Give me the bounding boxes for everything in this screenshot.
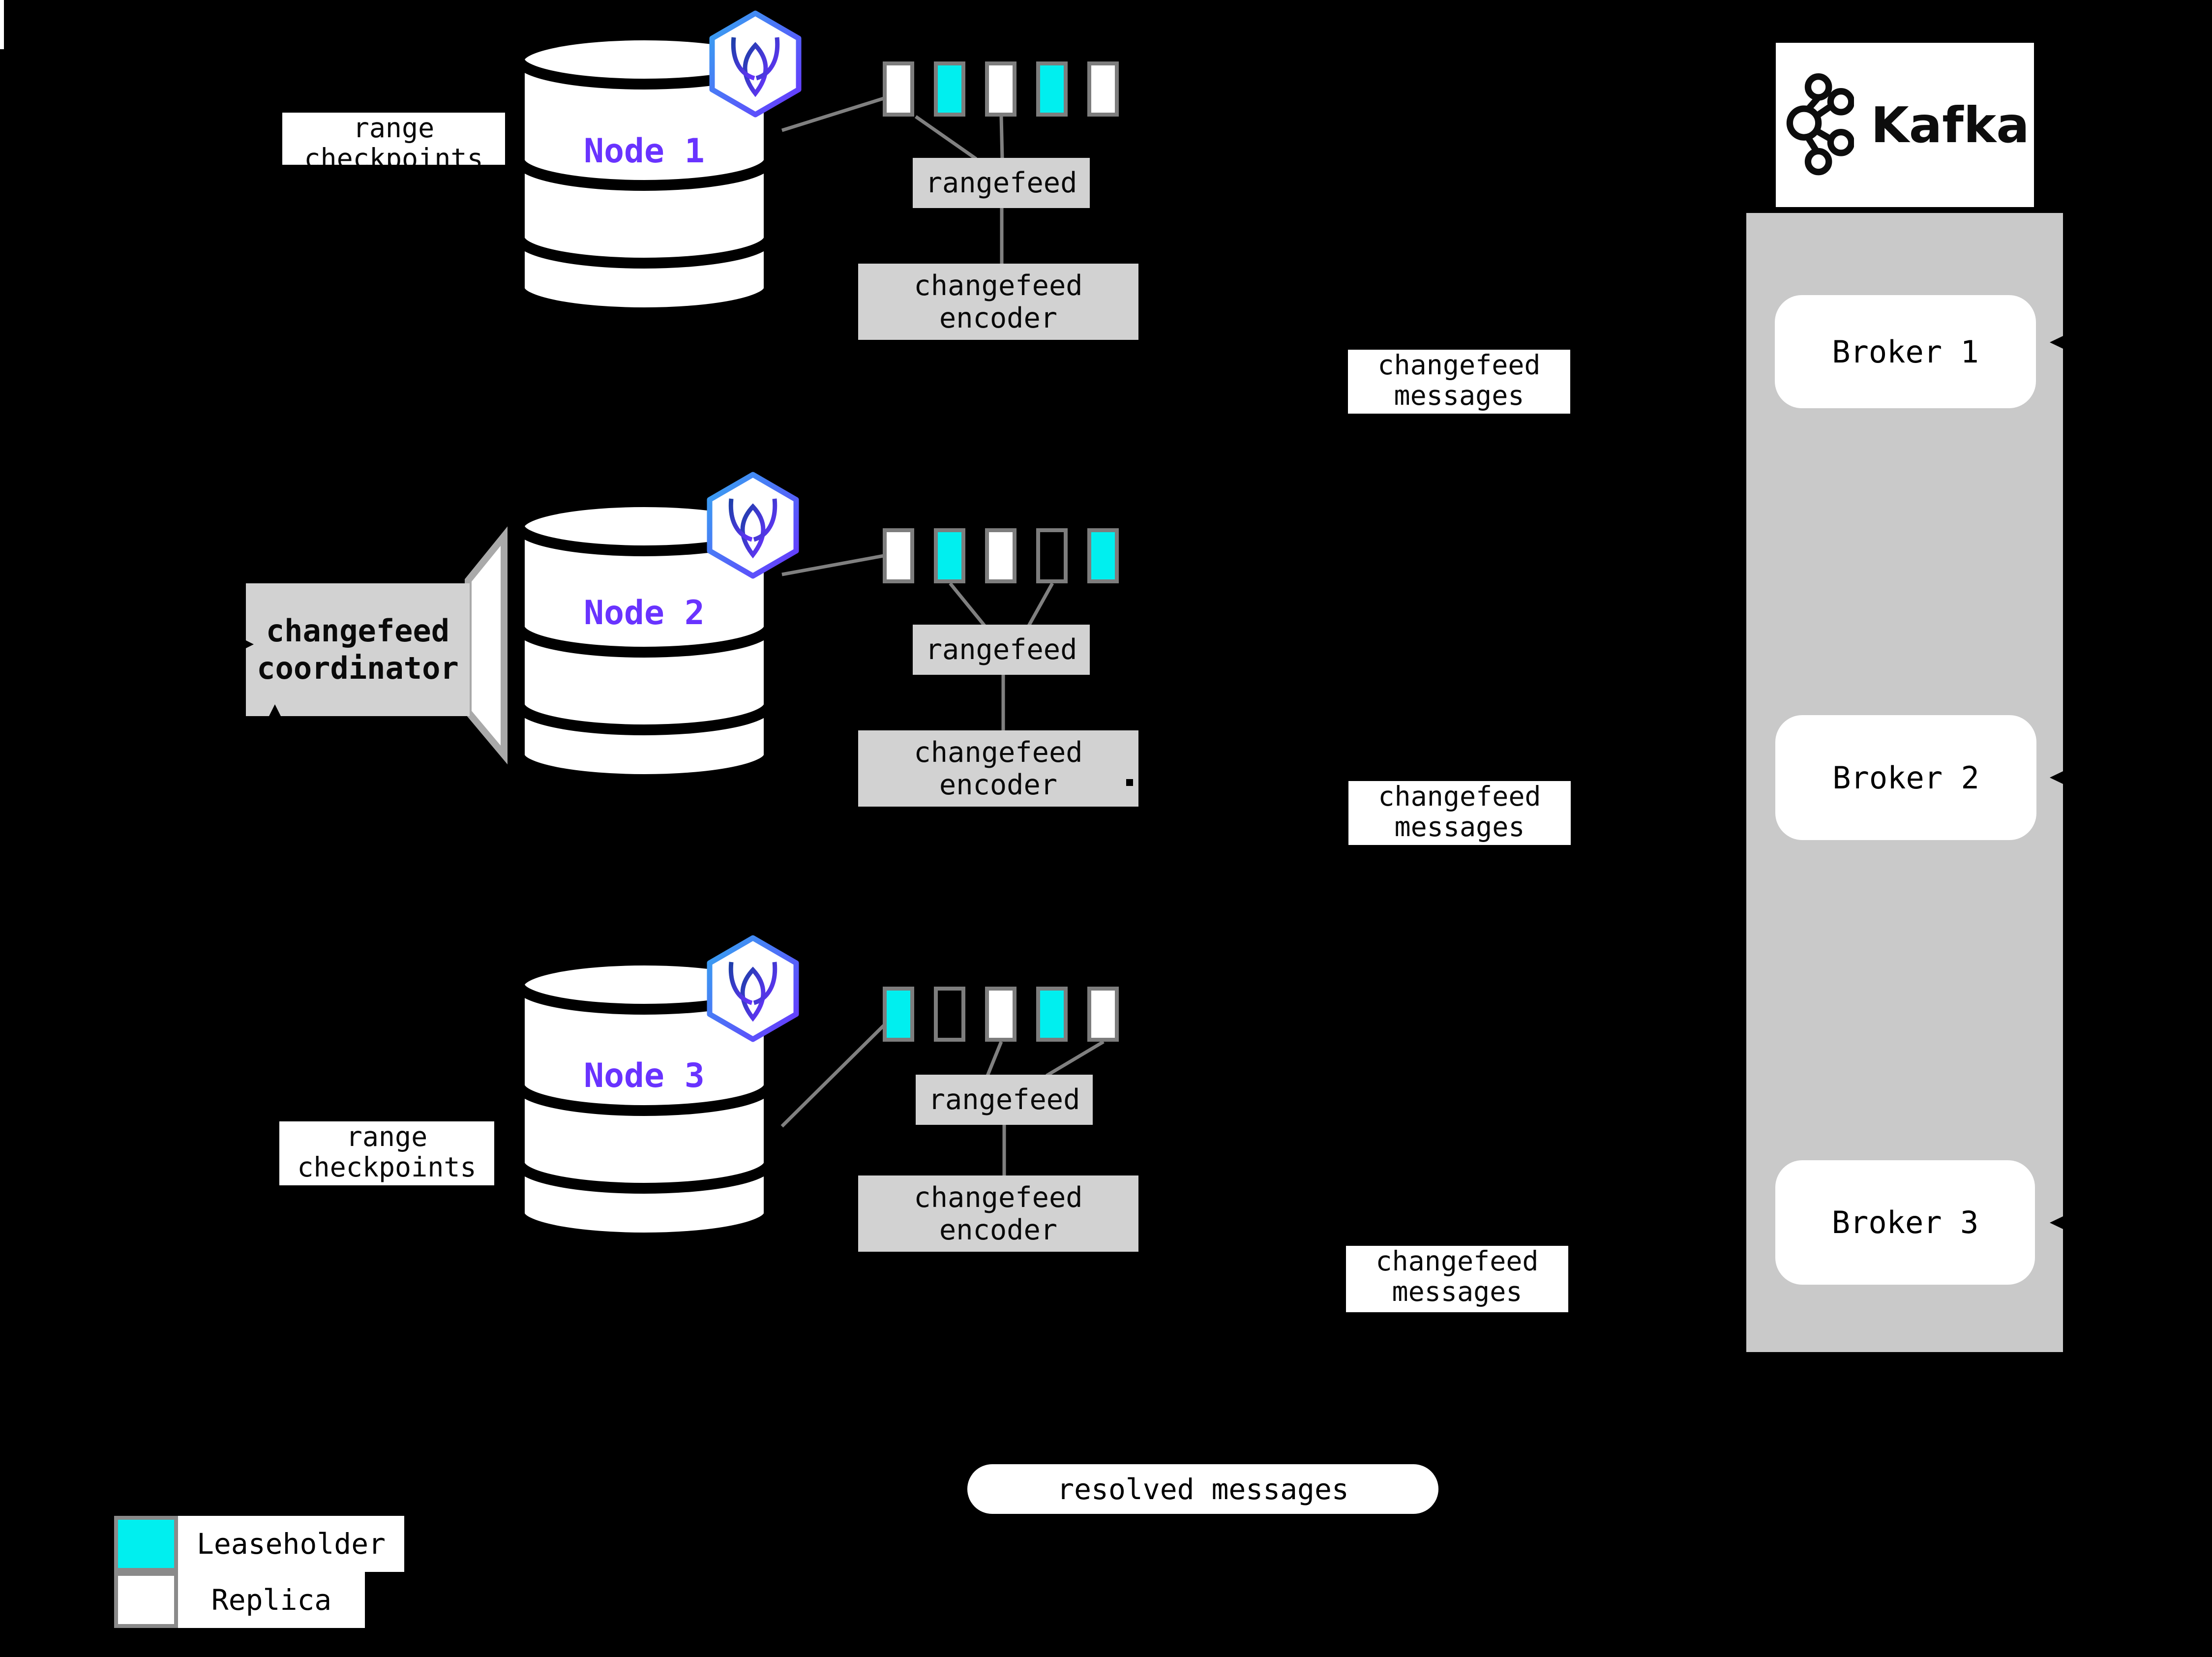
rangefeed-box-node3: rangefeed (916, 1075, 1093, 1125)
kafka-icon (1787, 73, 1854, 175)
node1-title: Node 1 (584, 132, 705, 171)
cockroachdb-logo-icon (712, 13, 799, 115)
range-block-replica (1087, 987, 1119, 1042)
arrowhead-below-coordinator-icon (268, 704, 282, 718)
node2-range-blocks (883, 528, 1119, 583)
range-block-leaseholder (883, 987, 914, 1042)
label-line: changefeed (1375, 1246, 1539, 1277)
arrowhead-into-broker1-icon (2050, 331, 2072, 353)
range-block-leaseholder (934, 528, 965, 583)
range-block-empty (934, 987, 965, 1042)
arrow-stub-encoder2-icon (1126, 779, 1133, 786)
range-block-replica (985, 61, 1016, 117)
arrowhead-into-coordinator-icon (236, 635, 254, 653)
changefeed-messages-label-node2: changefeed messages (1348, 781, 1571, 845)
label-line: checkpoints (304, 143, 483, 165)
node2-title: Node 2 (584, 594, 705, 633)
kafka-broker-1: Broker 1 (1775, 295, 2036, 408)
label-line: encoder (939, 1213, 1058, 1246)
range-checkpoints-label-node3: range checkpoints (279, 1121, 494, 1185)
range-block-leaseholder (1036, 987, 1068, 1042)
range-block-leaseholder (1087, 528, 1119, 583)
node1-range-blocks (883, 61, 1119, 117)
connector-lines (780, 96, 1105, 1175)
rangefeed-box-node1: rangefeed (913, 158, 1090, 208)
label-line: range (346, 1121, 428, 1152)
label-line: messages (1394, 811, 1525, 843)
resolved-messages-pill: resolved messages (967, 1464, 1438, 1514)
label-line: changefeed (914, 1181, 1083, 1214)
arrowhead-into-broker2-icon (2050, 767, 2072, 788)
clipped-edge-artifact (0, 0, 4, 49)
label-line: checkpoints (297, 1151, 477, 1183)
legend-replica-label: Replica (178, 1572, 365, 1628)
range-block-replica (985, 987, 1016, 1042)
rangefeed-box-node2: rangefeed (913, 625, 1090, 675)
coordinator-flag-shape (465, 526, 508, 765)
kafka-broker-3: Broker 3 (1775, 1160, 2035, 1285)
range-block-replica (883, 61, 914, 117)
kafka-logo-box: Kafka (1776, 43, 2034, 207)
changefeed-encoder-box-node1: changefeed encoder (858, 264, 1138, 340)
arrowhead-into-broker3-icon (2050, 1212, 2072, 1234)
range-block-replica (883, 528, 914, 583)
label-line: rangefeed (928, 1084, 1080, 1116)
kafka-broker-2: Broker 2 (1775, 715, 2036, 840)
node3-title: Node 3 (584, 1056, 705, 1095)
label-line: rangefeed (925, 167, 1077, 199)
range-block-leaseholder (1036, 61, 1068, 117)
kafka-wordmark: Kafka (1871, 96, 2030, 154)
label-line: messages (1392, 1276, 1523, 1307)
changefeed-coordinator-box: changefeed coordinator (246, 583, 470, 716)
changefeed-messages-label-node1: changefeed messages (1348, 350, 1570, 414)
range-block-empty (1036, 528, 1068, 583)
legend-leaseholder-swatch (114, 1516, 178, 1572)
legend-leaseholder-label: Leaseholder (178, 1516, 404, 1572)
legend-replica-swatch (114, 1572, 178, 1628)
label-line: changefeed (914, 736, 1083, 769)
cockroachdb-logo-icon (710, 938, 796, 1039)
label-line: changefeed (914, 269, 1083, 302)
node3-range-blocks (883, 987, 1119, 1042)
label-line: changefeed (266, 613, 450, 649)
label-line: changefeed (1377, 350, 1541, 381)
range-block-replica (985, 528, 1016, 583)
label-line: messages (1394, 380, 1524, 411)
cockroachdb-logo-icon (710, 475, 796, 576)
label-line: coordinator (257, 650, 459, 686)
label-line: encoder (939, 301, 1058, 334)
range-checkpoints-label-node1: range checkpoints (282, 113, 505, 165)
changefeed-encoder-box-node3: changefeed encoder (858, 1175, 1138, 1252)
range-block-leaseholder (934, 61, 965, 117)
label-line: rangefeed (925, 633, 1077, 666)
label-line: encoder (939, 768, 1058, 801)
changefeed-messages-label-node3: changefeed messages (1346, 1246, 1568, 1312)
changefeed-encoder-box-node2: changefeed encoder (858, 730, 1138, 807)
range-block-replica (1087, 61, 1119, 117)
label-line: range (353, 113, 435, 144)
label-line: changefeed (1378, 781, 1541, 812)
